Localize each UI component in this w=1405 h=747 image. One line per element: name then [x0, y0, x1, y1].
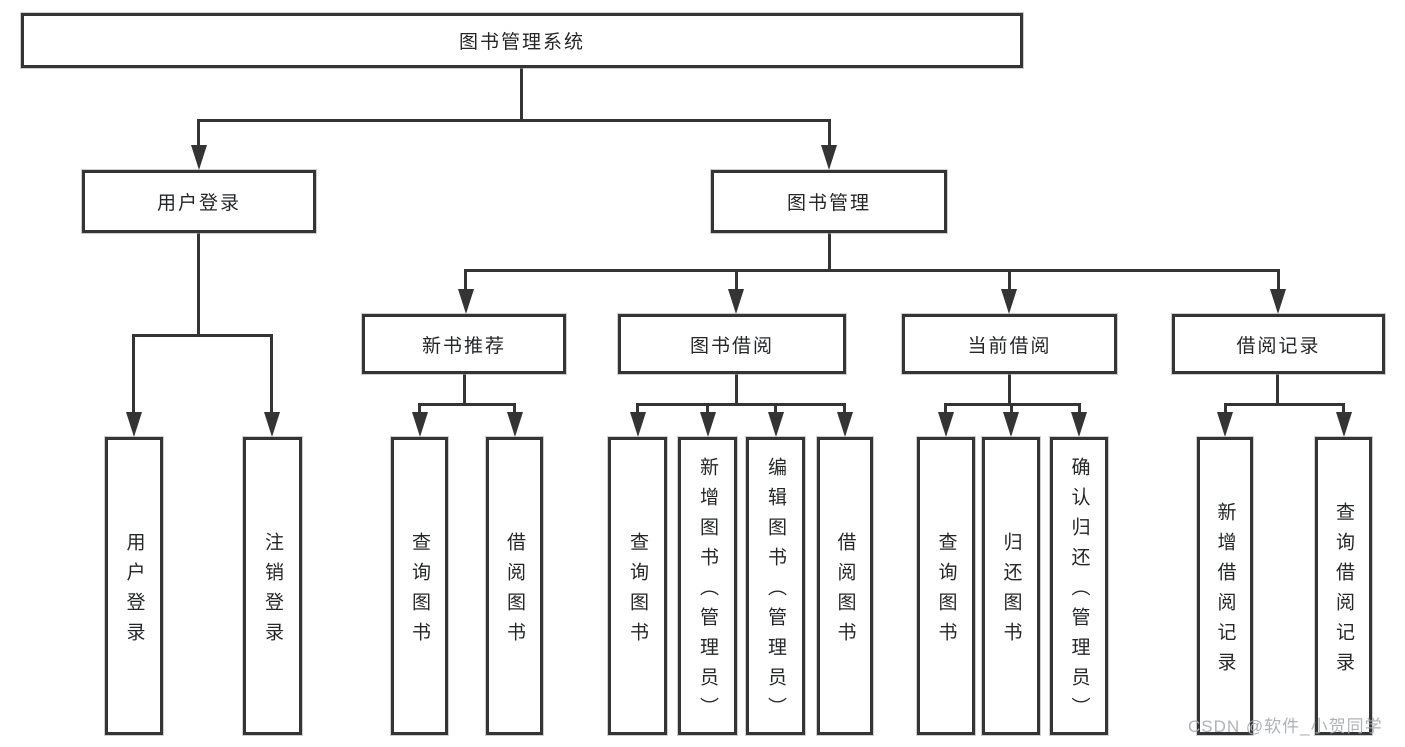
leaf-logout: 注销登录	[243, 437, 302, 735]
connector-line	[1008, 374, 1011, 406]
arrowhead-down	[1071, 412, 1087, 437]
leaf-borrow-books: 借阅图书	[817, 437, 873, 735]
node-label: 用户登录	[156, 193, 241, 214]
leaf-user-login: 用户登录	[105, 437, 163, 735]
node-label: 新书推荐	[421, 335, 506, 357]
node-book-management-module: 图书管理	[711, 170, 947, 233]
connector-line	[197, 233, 200, 337]
connector-line	[464, 269, 1280, 272]
node-label: 图书管理	[786, 193, 871, 214]
node-label: 当前借阅	[967, 335, 1052, 357]
arrowhead-down	[412, 412, 428, 437]
node-borrowing-records: 借阅记录	[1172, 314, 1385, 374]
arrowhead-down	[264, 412, 280, 437]
node-label: 查询借阅记录	[1333, 501, 1354, 682]
connector-line	[418, 403, 421, 417]
arrowhead-down	[837, 412, 853, 437]
arrowhead-down	[1001, 289, 1017, 314]
connector-line	[520, 68, 523, 122]
node-label: 查询图书	[935, 531, 957, 652]
node-label: 新增图书（管理员）	[697, 456, 718, 727]
connector-line	[1008, 269, 1011, 295]
node-label: 查询图书	[627, 531, 648, 652]
connector-line	[843, 403, 846, 417]
connector-line	[1342, 403, 1345, 417]
arrowhead-down	[458, 289, 474, 314]
node-label: 借阅图书	[504, 531, 525, 652]
node-label: 确认归还（管理员）	[1068, 456, 1090, 727]
connector-line	[735, 269, 738, 295]
connector-line	[706, 403, 709, 417]
connector-line	[944, 403, 947, 417]
node-label: 用户登录	[123, 531, 145, 652]
arrowhead-down	[768, 412, 784, 437]
arrowhead-down	[1217, 412, 1233, 437]
arrowhead-down	[1003, 412, 1019, 437]
node-label: 图书借阅	[689, 335, 774, 357]
arrowhead-down	[1270, 289, 1286, 314]
leaf-return-books: 归还图书	[982, 437, 1040, 735]
node-label: 新增借阅记录	[1214, 501, 1236, 682]
connector-line	[418, 403, 516, 406]
connector-line	[1276, 374, 1279, 406]
node-label: 归还图书	[1000, 531, 1022, 652]
leaf-edit-books-admin: 编辑图书（管理员）	[746, 437, 805, 735]
connector-line	[1224, 403, 1345, 406]
arrowhead-down	[821, 145, 837, 170]
arrowhead-down	[630, 412, 646, 437]
connector-line	[132, 334, 135, 416]
node-user-login-module: 用户登录	[82, 170, 316, 233]
node-current-borrowing: 当前借阅	[902, 314, 1117, 374]
leaf-query-books-current: 查询图书	[917, 437, 975, 735]
connector-line	[828, 233, 831, 271]
connector-line	[774, 403, 777, 417]
connector-line	[735, 374, 738, 406]
node-new-book-recommendation: 新书推荐	[362, 314, 566, 374]
arrowhead-down	[1336, 412, 1352, 437]
arrowhead-down	[700, 412, 716, 437]
leaf-confirm-return-admin: 确认归还（管理员）	[1050, 437, 1108, 735]
leaf-add-borrow-record: 新增借阅记录	[1197, 437, 1253, 735]
arrowhead-down	[507, 412, 523, 437]
csdn-watermark: CSDN @软件_小贺同学	[1188, 717, 1383, 736]
connector-line	[1224, 403, 1227, 417]
leaf-borrow-books-recommend: 借阅图书	[486, 437, 543, 735]
arrowhead-down	[191, 145, 207, 170]
leaf-query-books-recommend: 查询图书	[391, 437, 448, 735]
arrowhead-down	[938, 412, 954, 437]
connector-line	[1078, 403, 1081, 417]
node-label: 图书管理系统	[458, 32, 585, 53]
node-label: 借阅记录	[1236, 335, 1321, 357]
node-label: 注销登录	[262, 531, 283, 652]
leaf-query-books-borrow: 查询图书	[608, 437, 667, 735]
connector-line	[270, 334, 273, 416]
node-label: 编辑图书（管理员）	[765, 456, 786, 727]
connector-line	[828, 119, 831, 151]
connector-line	[132, 334, 273, 337]
connector-line	[513, 403, 516, 417]
connector-line	[1010, 403, 1013, 417]
leaf-query-borrow-record: 查询借阅记录	[1315, 437, 1372, 735]
node-label: 查询图书	[409, 531, 430, 652]
connector-line	[197, 119, 831, 122]
node-root-library-system: 图书管理系统	[21, 13, 1023, 68]
connector-line	[636, 403, 846, 406]
node-book-borrowing: 图书借阅	[618, 314, 846, 374]
arrowhead-down	[728, 289, 744, 314]
connector-line	[1277, 269, 1280, 295]
arrowhead-down	[126, 412, 142, 437]
connector-line	[197, 119, 200, 151]
connector-line	[463, 374, 466, 406]
connector-line	[636, 403, 639, 417]
connector-line	[464, 269, 467, 295]
node-label: 借阅图书	[834, 531, 856, 652]
leaf-add-books-admin: 新增图书（管理员）	[678, 437, 737, 735]
